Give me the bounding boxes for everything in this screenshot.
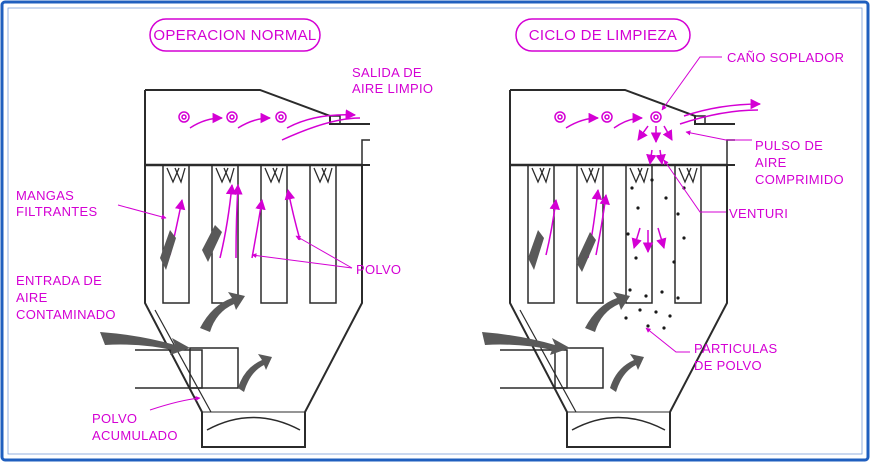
panel-normal: OPERACION NORMAL <box>16 18 433 449</box>
label-filter-bags-1: MANGAS <box>16 188 74 203</box>
label-clean-air-outlet-1: SALIDA DE <box>352 65 422 80</box>
label-clean-air-outlet-2: AIRE LIMPIO <box>352 81 433 96</box>
leader-lines-normal <box>117 204 353 411</box>
leader-lines-cleaning <box>645 56 752 353</box>
label-air-pulse-3: COMPRIMIDO <box>755 172 844 187</box>
label-blow-pipe: CAÑO SOPLADOR <box>727 50 844 65</box>
label-dirty-air-inlet-1: ENTRADA DE <box>16 273 102 288</box>
label-accumulated-dust-2: ACUMULADO <box>92 428 178 443</box>
title-cleaning: CICLO DE LIMPIEZA <box>529 27 677 44</box>
label-dust: POLVO <box>356 262 401 277</box>
label-dirty-air-inlet-2: AIRE <box>16 290 48 305</box>
label-air-pulse-1: PULSO DE <box>755 138 823 153</box>
dirty-air-arrows <box>100 225 272 392</box>
title-normal: OPERACION NORMAL <box>153 27 316 44</box>
dirty-air-arrows-cleaning <box>482 230 644 392</box>
label-filter-bags-2: FILTRANTES <box>16 204 98 219</box>
title-pill-cleaning <box>515 18 691 52</box>
clean-air-flow <box>169 109 361 259</box>
label-dirty-air-inlet-3: CONTAMINADO <box>16 307 116 322</box>
panel-cleaning: CICLO DE LIMPIEZA <box>482 18 844 449</box>
label-dust-particles-2: DE POLVO <box>694 358 762 373</box>
title-pill-normal <box>149 18 321 52</box>
label-air-pulse-2: AIRE <box>755 155 787 170</box>
dust-particles <box>624 178 686 330</box>
label-accumulated-dust-1: POLVO <box>92 411 137 426</box>
label-dust-particles-1: PARTICULAS <box>694 341 777 356</box>
label-venturi: VENTURI <box>729 206 788 221</box>
